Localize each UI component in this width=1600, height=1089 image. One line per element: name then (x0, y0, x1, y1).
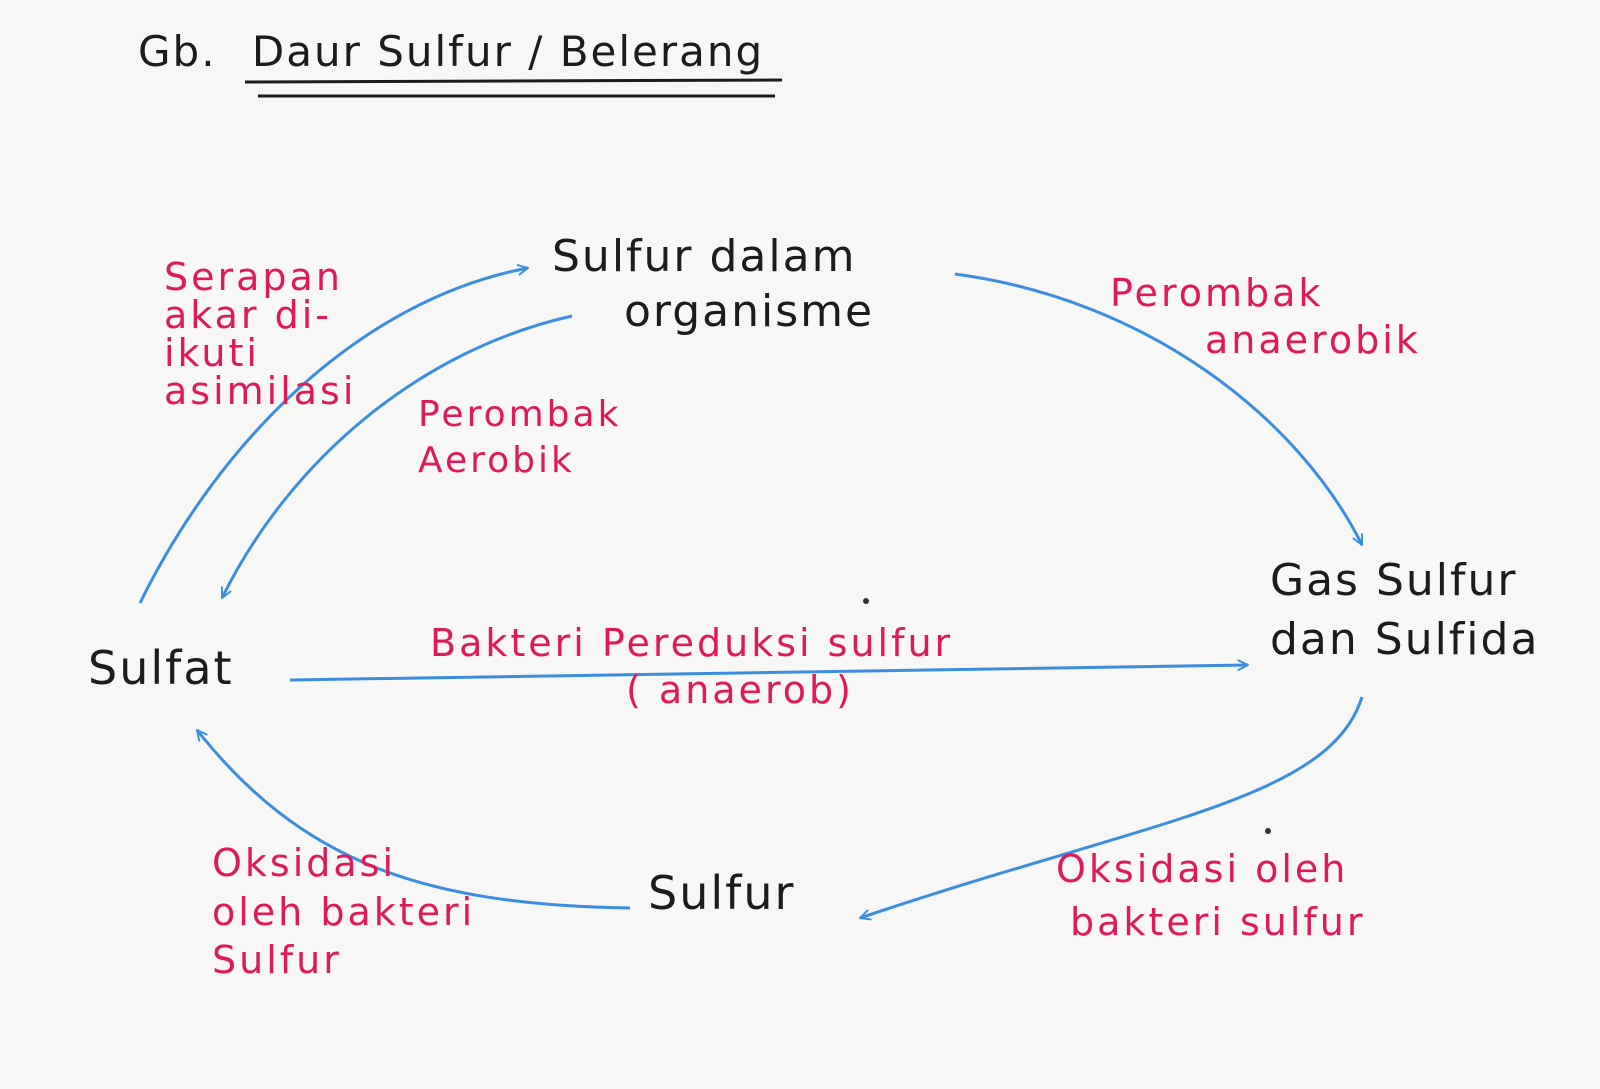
title-prefix: Gb. (138, 27, 217, 76)
arrow-oksidasi-kiri (195, 729, 631, 910)
node-sulfat: Sulfat (88, 641, 234, 695)
label-serapan-akar: Serapan akar di- ikuti asimilasi (164, 258, 356, 410)
scan-speck (863, 598, 869, 604)
label-anaerobik-line: anaerobik (1205, 317, 1421, 362)
node-sulfur-organisme: Sulfur dalam organisme (552, 232, 874, 337)
arrow-oksidasi-kanan (859, 696, 1364, 921)
label-serapan-line: akar di- (164, 293, 333, 337)
scan-speck (1265, 828, 1271, 834)
arrow-bakteri-pereduksi (289, 659, 1249, 682)
label-oksidasi-kanan-line: bakteri sulfur (1070, 899, 1366, 944)
arrow-serapan (138, 264, 529, 604)
title-underline (244, 78, 783, 84)
label-serapan-line: Serapan (164, 255, 343, 299)
diagram-title: Gb. Daur Sulfur / Belerang (138, 28, 764, 75)
label-aerobik-line: Perombak (418, 394, 622, 435)
label-oksidasi-kiri-line: Sulfur (212, 938, 342, 983)
label-serapan-line: ikuti (164, 331, 260, 375)
node-gas-line1: Gas Sulfur (1270, 555, 1518, 606)
label-bakteri-pereduksi: Bakteri Pereduksi sulfur ( anaerob) (430, 622, 953, 711)
label-perombak-anaerobik: Perombak anaerobik (1110, 272, 1421, 361)
node-gas-sulfur-sulfida: Gas Sulfur dan Sulfida (1270, 556, 1539, 665)
label-oksidasi-kanan: Oksidasi oleh bakteri sulfur (1056, 848, 1365, 943)
label-anaerobik-line: Perombak (1110, 271, 1324, 315)
label-oksidasi-kiri: Oksidasi oleh bakteri Sulfur (212, 842, 475, 982)
label-oksidasi-kiri-line: oleh bakteri (212, 889, 476, 934)
label-pereduksi-line: Bakteri Pereduksi sulfur (430, 621, 954, 665)
arrow-perombak-anaerobik (954, 272, 1364, 546)
node-sulfur-organisme-line1: Sulfur dalam (552, 231, 857, 282)
label-serapan-line: asimilasi (164, 369, 357, 413)
node-sulfur-organisme-line2: organisme (624, 286, 875, 338)
node-gas-line2: dan Sulfida (1270, 614, 1540, 666)
label-pereduksi-line: ( anaerob) (626, 667, 854, 712)
node-sulfur: Sulfur (648, 866, 796, 920)
label-oksidasi-kanan-line: Oksidasi oleh (1056, 847, 1349, 891)
label-oksidasi-kiri-line: Oksidasi (212, 841, 397, 885)
label-aerobik-line: Aerobik (418, 440, 575, 482)
title-text: Daur Sulfur / Belerang (251, 27, 765, 76)
label-perombak-aerobik: Perombak Aerobik (418, 394, 622, 482)
arrow-perombak-aerobik (220, 314, 573, 599)
